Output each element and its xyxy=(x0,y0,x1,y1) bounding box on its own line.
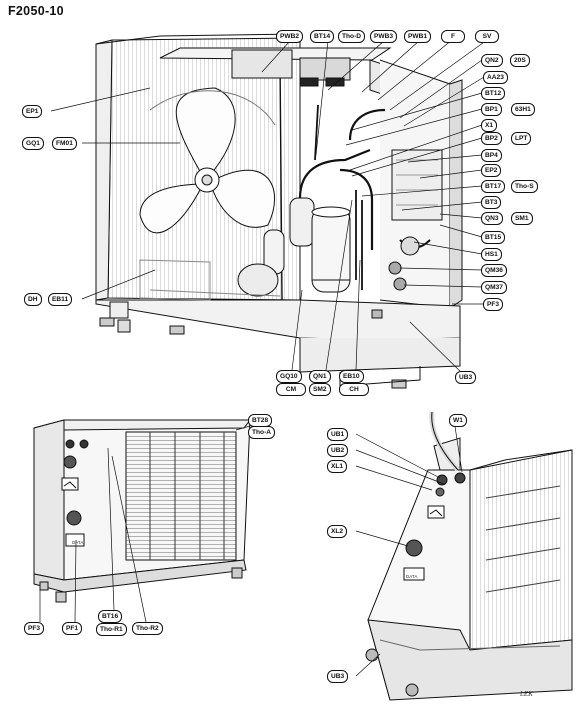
label-ch: CH xyxy=(339,383,369,396)
label-qm37: QM37 xyxy=(481,281,507,294)
label-bp1: BP1 xyxy=(481,103,502,116)
label-qn2: QN2 xyxy=(481,54,503,67)
label-eb10: EB10 xyxy=(339,370,364,383)
label-dh: DH xyxy=(24,293,42,306)
label-tho-d: Tho-D xyxy=(338,30,366,43)
leader-lines xyxy=(39,39,488,677)
label-pwb1: PWB1 xyxy=(404,30,432,43)
open-unit-illustration xyxy=(95,33,463,389)
label-bt16: BT16 xyxy=(98,610,123,623)
label-ub3-top: UB3 xyxy=(455,371,477,384)
label-tho-r1: Tho-R1 xyxy=(96,623,127,636)
label-xl2: XL2 xyxy=(327,525,348,538)
label-bp2: BP2 xyxy=(481,132,502,145)
label-qn3: QN3 xyxy=(481,212,503,225)
label-gq10: GQ10 xyxy=(276,370,302,383)
label-ep1: EP1 xyxy=(22,105,43,118)
label-f: F xyxy=(441,30,465,43)
label-pwb3: PWB3 xyxy=(370,30,398,43)
label-xl1: XL1 xyxy=(327,460,348,473)
label-cm: CM xyxy=(276,383,306,396)
fan xyxy=(139,87,275,234)
label-ub3-bottom: UB3 xyxy=(327,670,349,683)
closed-unit-illustration xyxy=(33,419,251,603)
label-hs1: HS1 xyxy=(481,248,502,261)
label-x1: X1 xyxy=(481,119,498,132)
brand-mark: LEK xyxy=(519,690,533,698)
label-bp4: BP4 xyxy=(481,149,502,162)
label-ub1: UB1 xyxy=(327,428,349,441)
label-20s: 20S xyxy=(510,54,530,67)
detail-view-illustration xyxy=(365,411,573,701)
label-sm2: SM2 xyxy=(309,383,331,396)
label-aa23: AA23 xyxy=(483,71,508,84)
label-tho-s: Tho-S xyxy=(511,180,538,193)
badge-detail-view: DATA xyxy=(406,574,417,579)
label-w1: W1 xyxy=(449,414,467,427)
label-63h1: 63H1 xyxy=(511,103,535,116)
label-ep2: EP2 xyxy=(481,164,502,177)
label-bt12: BT12 xyxy=(481,87,506,100)
label-pf3-bottom: PF3 xyxy=(24,622,45,635)
label-qn1: QN1 xyxy=(309,370,331,383)
label-sv: SV xyxy=(475,30,499,43)
label-pf1: PF1 xyxy=(62,622,83,635)
label-pf3-top: PF3 xyxy=(483,298,504,311)
label-fm01: FM01 xyxy=(52,137,77,150)
label-pwb2: PWB2 xyxy=(276,30,304,43)
label-tho-r2: Tho-R2 xyxy=(132,622,163,635)
label-ub2: UB2 xyxy=(327,444,349,457)
label-lpt: LPT xyxy=(511,132,532,145)
label-bt17: BT17 xyxy=(481,180,506,193)
page-title: F2050-10 xyxy=(8,4,64,18)
label-sm1: SM1 xyxy=(511,212,533,225)
label-bt3: BT3 xyxy=(481,196,502,209)
label-bt14: BT14 xyxy=(310,30,335,43)
badge-closed-unit: DATA xyxy=(72,540,83,545)
label-tho-a: Tho-A xyxy=(248,426,276,439)
label-qm36: QM36 xyxy=(481,264,507,277)
label-bt15: BT15 xyxy=(481,231,506,244)
label-eb11: EB11 xyxy=(48,293,73,306)
label-gq1: GQ1 xyxy=(22,137,44,150)
